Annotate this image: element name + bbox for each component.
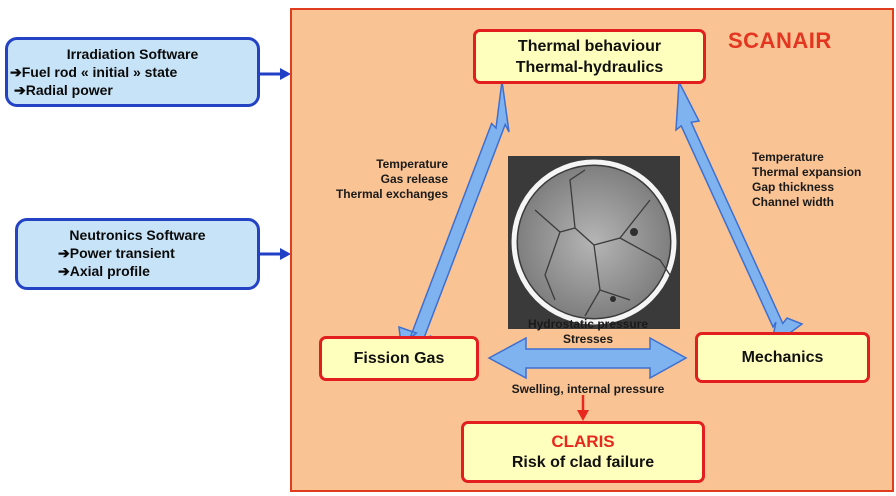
irradiation-arrow-head [280, 68, 291, 80]
neutronics-software-box: Neutronics Software ➔Power transient ➔Ax… [15, 218, 260, 290]
thermal-node-line-1: Thermal behaviour [517, 37, 662, 55]
thermal-gas-label-line: Gas release [380, 172, 448, 186]
irradiation-item-1: ➔Fuel rod « initial » state [10, 64, 178, 80]
mechanics-node: Mechanics [695, 332, 870, 383]
thermal-node-line-2: Thermal-hydraulics [515, 58, 664, 76]
irradiation-software-box: Irradiation Software ➔Fuel rod « initial… [5, 37, 260, 107]
to-claris-arrow [577, 395, 589, 421]
fuel-pellet-image [508, 156, 680, 329]
thermal-mechanics-label-line: Thermal expansion [752, 165, 862, 179]
thermal-node: Thermal behaviour Thermal-hydraulics [473, 29, 706, 84]
thermal-gas-label: Temperature Gas release Thermal exchange… [300, 157, 448, 202]
thermal-mechanics-label: Temperature Thermal expansion Gap thickn… [752, 150, 861, 210]
claris-title: CLARIS [551, 432, 615, 451]
thermal-mechanics-label-line: Temperature [752, 150, 824, 164]
mechanics-label: Mechanics [741, 348, 824, 366]
claris-subtitle: Risk of clad failure [511, 454, 655, 471]
neutronics-item-2: ➔Axial profile [58, 263, 150, 279]
neutronics-software-title: Neutronics Software [69, 227, 206, 243]
neutronics-item-1: ➔Power transient [58, 245, 175, 261]
claris-node: CLARIS Risk of clad failure [461, 421, 705, 483]
thermal-mechanics-label-line: Gap thickness [752, 180, 835, 194]
irradiation-software-title: Irradiation Software [66, 46, 199, 62]
right-arrow-icon: ➔ [10, 64, 22, 80]
right-arrow-icon: ➔ [14, 82, 26, 98]
neutronics-arrow-head [280, 248, 291, 260]
gas-mechanics-link-arrow [487, 336, 688, 380]
to-claris-label-line: Swelling, internal pressure [511, 382, 665, 396]
gas-mechanics-label-line: Hydrostatic pressure [527, 317, 649, 331]
to-claris-label: Swelling, internal pressure [480, 382, 696, 397]
thermal-gas-label-line: Thermal exchanges [335, 187, 448, 201]
fission-gas-node: Fission Gas [319, 336, 479, 381]
fission-gas-label: Fission Gas [353, 349, 445, 367]
right-arrow-icon: ➔ [58, 245, 70, 261]
thermal-mechanics-link-arrow [675, 79, 804, 349]
right-arrow-icon: ➔ [58, 263, 70, 279]
scanair-title: SCANAIR [728, 28, 832, 53]
gas-mechanics-label: Hydrostatic pressure Stresses [475, 317, 701, 347]
gas-mechanics-label-line: Stresses [562, 332, 614, 346]
thermal-mechanics-label-line: Channel width [752, 195, 834, 209]
irradiation-item-2: ➔Radial power [14, 82, 113, 98]
thermal-gas-label-line: Temperature [376, 157, 448, 171]
